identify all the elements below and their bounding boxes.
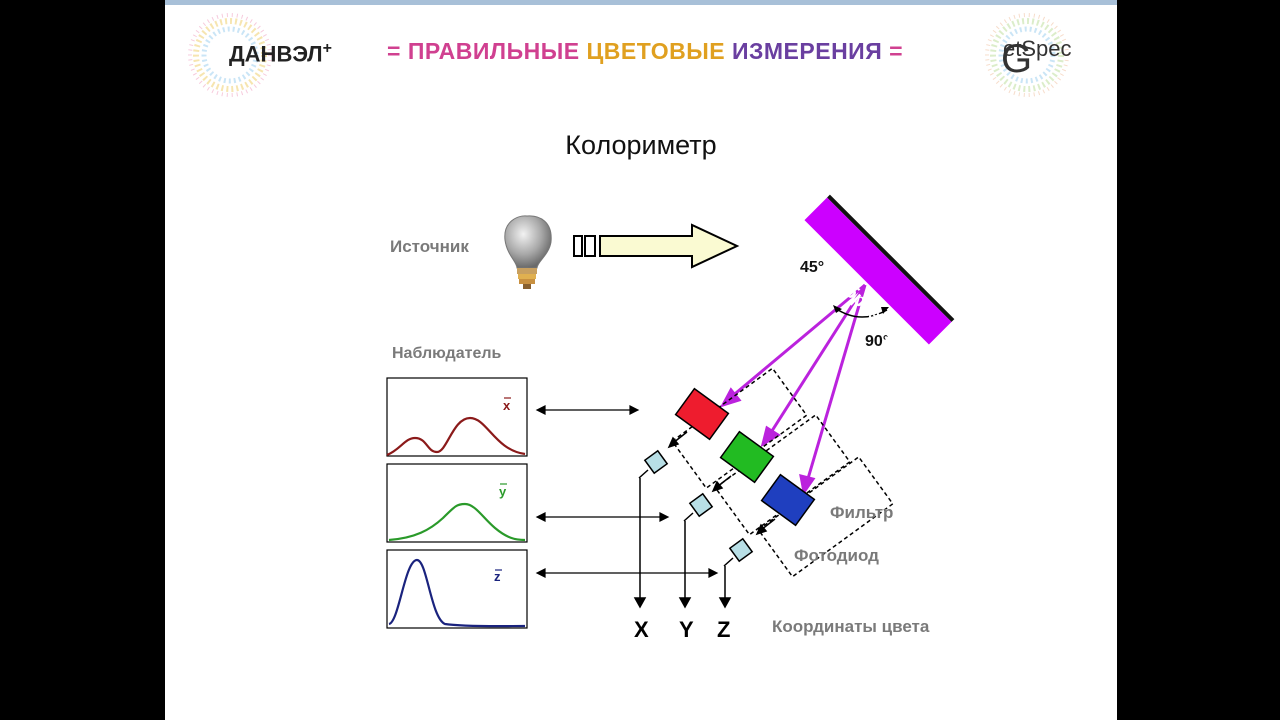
filter-red — [674, 387, 730, 441]
label-angle-90: 90° — [865, 333, 890, 350]
logo-rays-left-icon — [188, 13, 272, 97]
top-border — [165, 0, 1117, 5]
logo-rays-right-icon — [985, 13, 1069, 97]
label-photodiode: Фотодиод — [794, 546, 879, 565]
brand-logo-right: etSpec — [1003, 36, 1072, 61]
brand-logo-left: ДАНВЭЛ+ — [229, 40, 332, 67]
curve-label-x: x — [503, 398, 511, 413]
tagline-word-1: ПРАВИЛЬНЫЕ — [407, 38, 580, 64]
page-title: Колориметр — [565, 130, 717, 160]
sample-bar — [804, 194, 955, 345]
label-observer: Наблюдатель — [392, 345, 502, 362]
diagram-canvas: G — [188, 13, 1069, 629]
reflected-rays — [719, 283, 867, 496]
curve-box-x — [386, 377, 528, 457]
tagline-eq-left: = — [387, 38, 401, 64]
photodiode-3 — [723, 537, 754, 567]
light-bulb-icon — [504, 215, 552, 289]
filter-to-diode-arrows — [667, 431, 776, 536]
slide: G — [165, 0, 1117, 720]
logo-g-icon: G — [1001, 37, 1032, 81]
tagline-word-3: ИЗМЕРЕНИЯ — [731, 38, 883, 64]
curve-detector-links — [535, 405, 719, 578]
brand-left-text: ДАНВЭЛ — [229, 41, 323, 67]
light-beam-arrow — [599, 223, 740, 269]
label-angle-45: 45° — [800, 259, 825, 276]
filter-green — [719, 430, 775, 484]
aperture-slit-1 — [573, 235, 583, 257]
label-filter: Фильтр — [830, 503, 894, 522]
tagline: = ПРАВИЛЬНЫЕ ЦВЕТОВЫЕ ИЗМЕРЕНИЯ = — [387, 38, 903, 65]
output-z: Z — [717, 617, 731, 642]
output-y: Y — [679, 617, 694, 642]
photodiode-2 — [683, 492, 714, 522]
label-color-coordinates: Координаты цвета — [772, 617, 930, 636]
curve-box-z — [386, 549, 528, 629]
tagline-word-2: ЦВЕТОВЫЕ — [586, 38, 726, 64]
curve-box-y — [386, 463, 528, 543]
curve-label-y: y — [499, 484, 507, 499]
label-source: Источник — [390, 237, 469, 256]
tagline-eq-right: = — [889, 38, 904, 64]
brand-left-sup: + — [322, 40, 332, 57]
output-x: X — [634, 617, 649, 642]
output-lines — [633, 478, 732, 609]
aperture-slit-2 — [584, 235, 596, 257]
photodiode-1 — [638, 449, 669, 479]
curve-label-z: z — [494, 569, 501, 584]
filter-blue — [760, 473, 816, 527]
